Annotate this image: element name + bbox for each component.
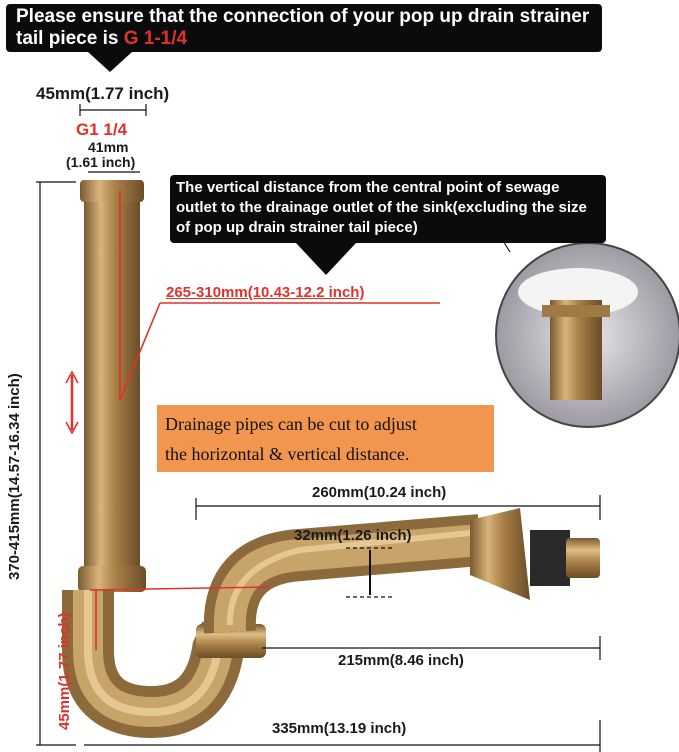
horizontal-arm [203, 508, 600, 634]
red-pointer [119, 302, 161, 401]
red-horizontal-guide [89, 586, 271, 591]
slip-nut-vertical [78, 566, 146, 592]
outlet-flange [470, 508, 530, 600]
top-banner-line2: tail piece is G 1-1/4 [16, 28, 592, 50]
top-banner-highlight: G 1-1/4 [123, 28, 188, 49]
rubber-seal [530, 530, 570, 586]
trap-height-label: 45mm(1.77 inch) [56, 612, 73, 730]
total-height-label: 370-415mm(14.57-16.34 inch) [6, 373, 23, 580]
center-banner: The vertical distance from the central p… [170, 175, 606, 243]
u-bend [62, 590, 266, 739]
dimension-lines [36, 104, 601, 752]
top-banner-prefix: tail piece is [16, 28, 124, 49]
red-guides [65, 190, 440, 650]
top-banner-line1: Please ensure that the connection of you… [16, 6, 590, 27]
pipe-diameter-label: 32mm(1.26 inch) [294, 527, 412, 544]
trap-length-label: 215mm(8.46 inch) [338, 652, 464, 669]
inner-range-label: 265-310mm(10.43-12.2 inch) [166, 284, 365, 301]
outlet-end [566, 538, 600, 578]
strainer-inset [495, 235, 679, 428]
inner-width-mm-label: 41mm [88, 139, 129, 155]
cut-note: Drainage pipes can be cut to adjust the … [157, 405, 494, 472]
outlet-length-label: 260mm(10.24 inch) [312, 484, 447, 501]
cut-note-line2: the horizontal & vertical distance. [165, 444, 410, 464]
vertical-pipe [78, 180, 146, 592]
thread-label: G1 1/4 [76, 120, 128, 139]
total-length-label: 335mm(13.19 inch) [272, 720, 407, 737]
top-banner: Please ensure that the connection of you… [6, 4, 602, 52]
cut-note-line1: Drainage pipes can be cut to adjust [165, 414, 417, 434]
top-banner-pointer [88, 52, 132, 72]
inner-width-in-label: (1.61 inch) [66, 154, 136, 170]
center-banner-pointer [296, 243, 356, 275]
top-width-label: 45mm(1.77 inch) [36, 84, 170, 103]
top-nut [80, 180, 144, 202]
